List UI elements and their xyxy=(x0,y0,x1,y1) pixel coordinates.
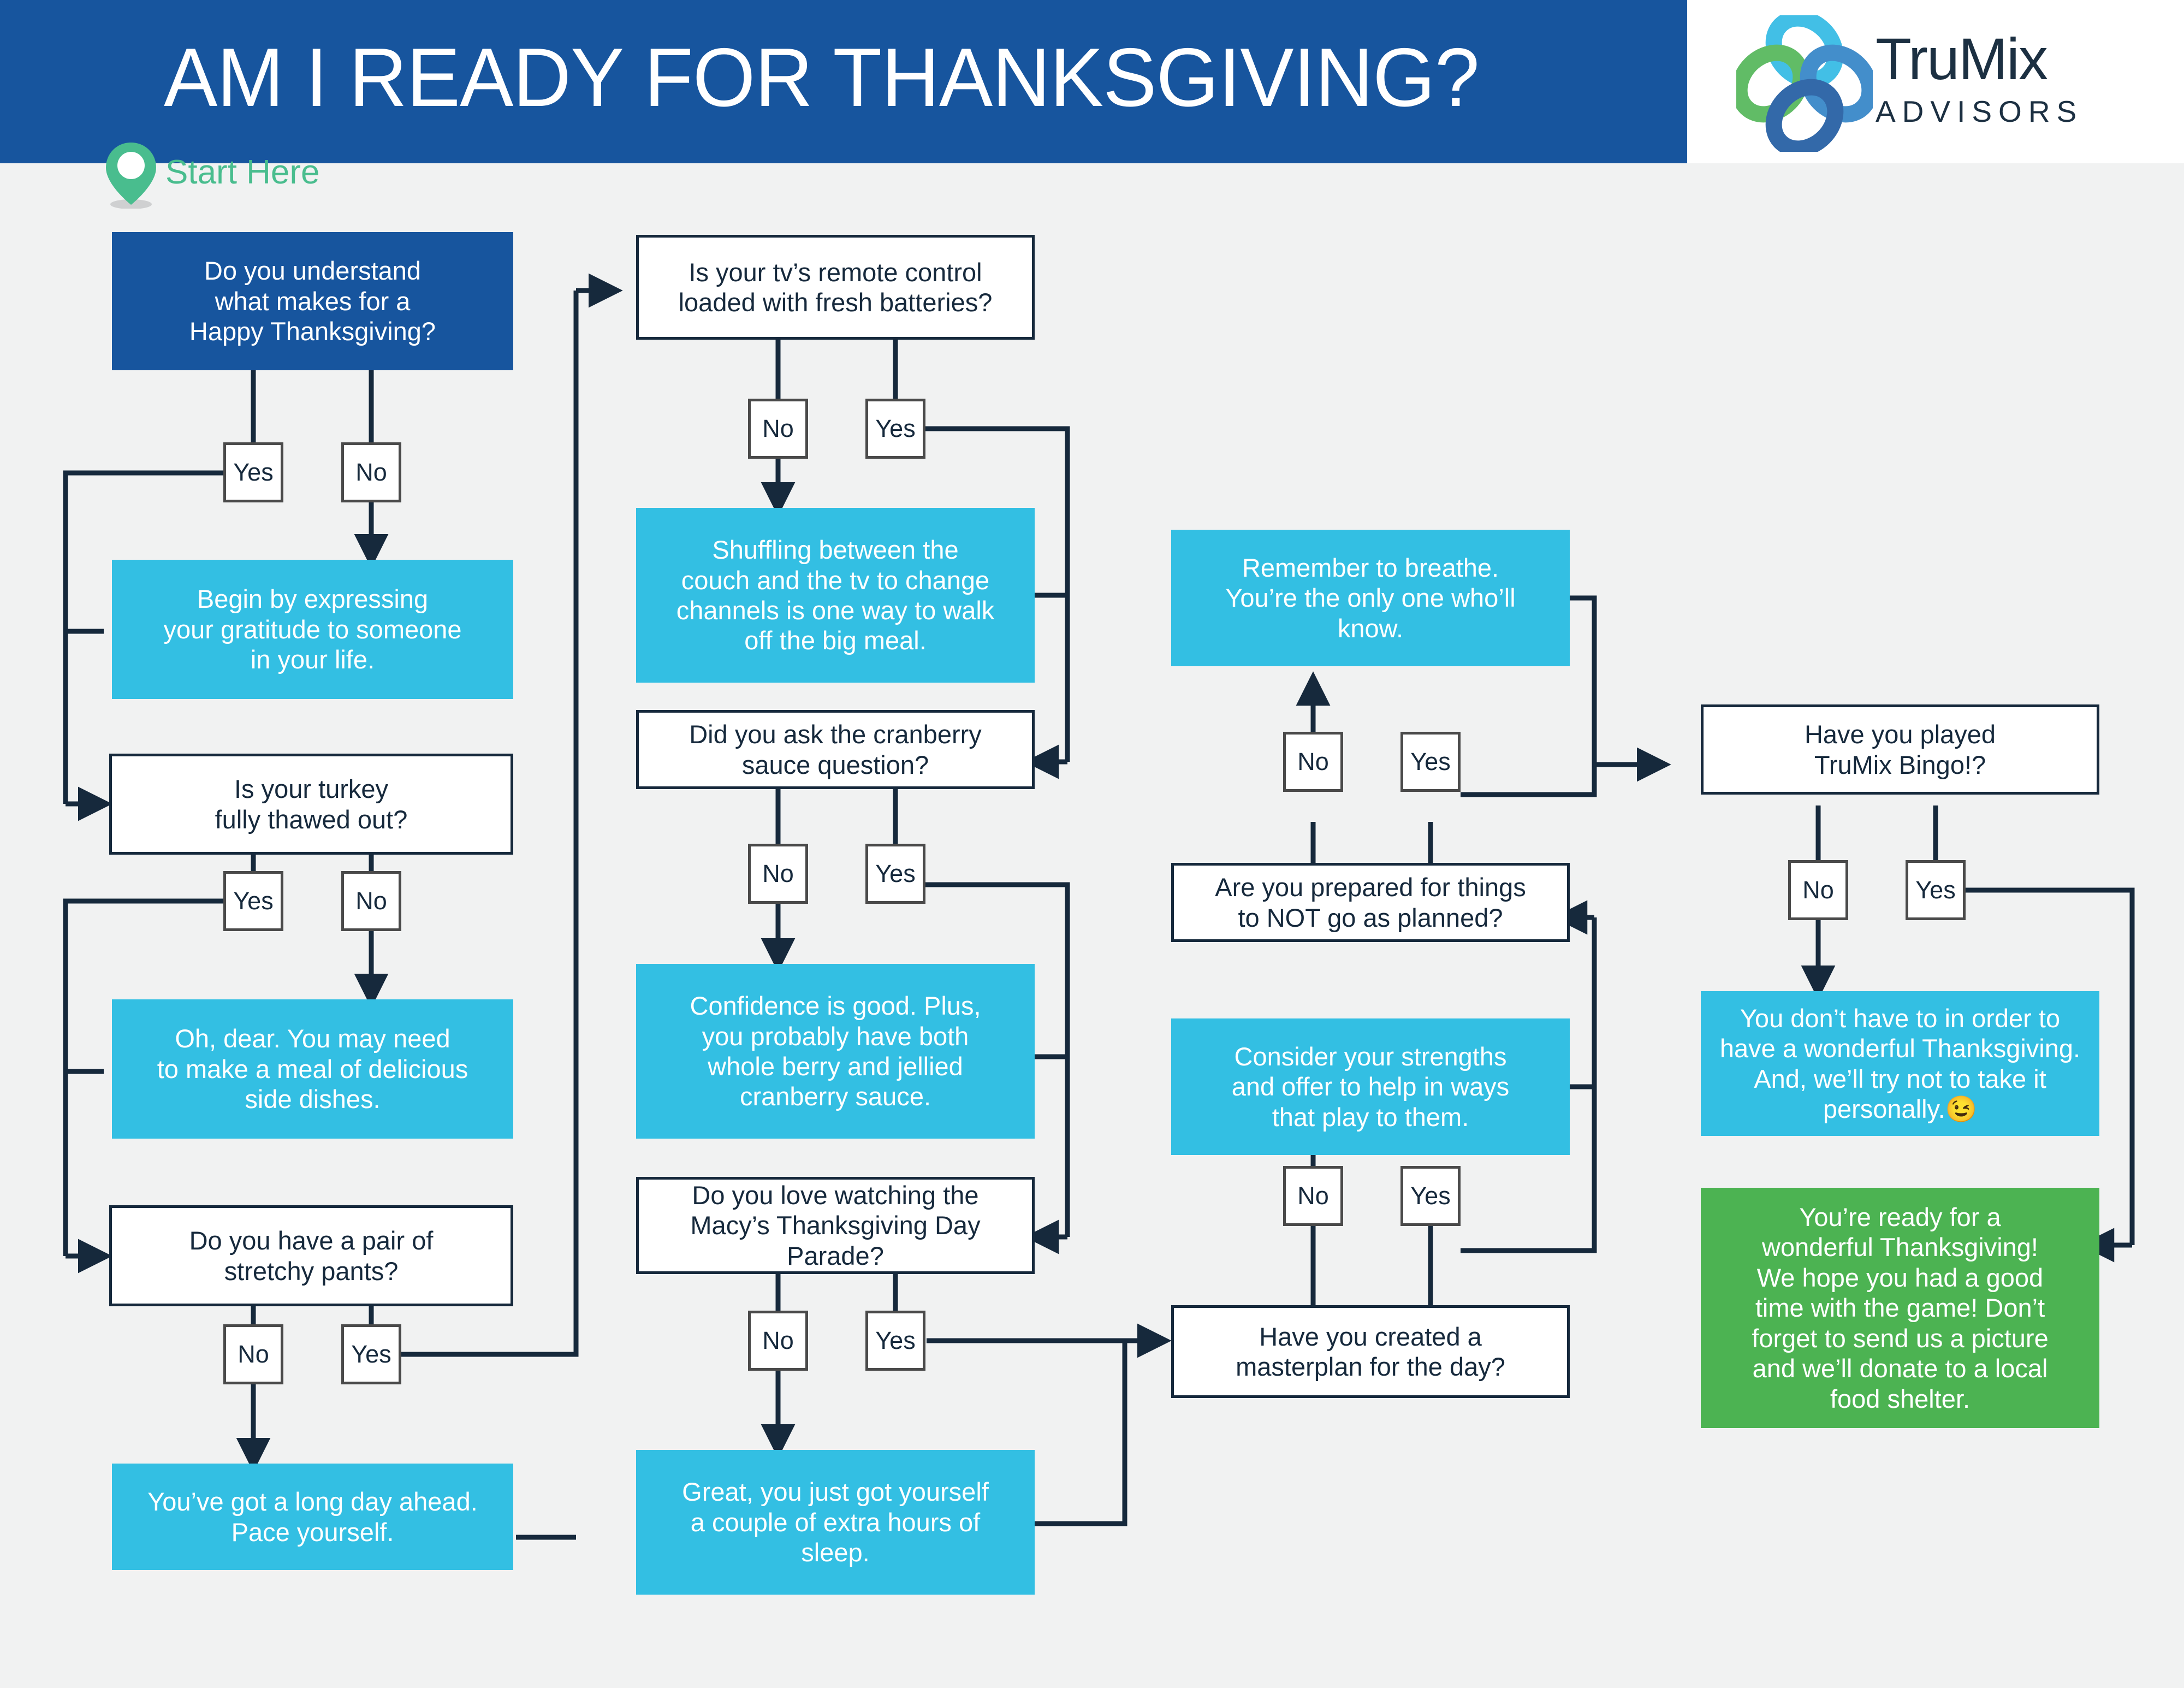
branch-n7-left[interactable]: No xyxy=(748,399,808,459)
branch-n14-right[interactable]: Yes xyxy=(1400,732,1461,792)
page-title: AM I READY FOR THANKSGIVING? xyxy=(164,31,1480,124)
branch-label: Yes xyxy=(351,1340,391,1368)
branch-n5-left[interactable]: No xyxy=(223,1324,283,1384)
logo-brand-name: TruMix xyxy=(1876,26,2048,92)
branch-n3-left[interactable]: Yes xyxy=(223,871,283,931)
branch-n17-left[interactable]: No xyxy=(1788,860,1848,920)
branch-label: No xyxy=(355,458,387,486)
trumix-infinity-icon xyxy=(1736,15,1873,152)
branch-label: Yes xyxy=(1410,748,1451,775)
start-marker: Start Here xyxy=(101,143,440,214)
header-bar: AM I READY FOR THANKSGIVING? xyxy=(0,0,1687,163)
branch-n1-right[interactable]: No xyxy=(341,442,401,502)
branch-label: No xyxy=(355,887,387,915)
branch-label: No xyxy=(238,1340,269,1368)
branch-n9-right[interactable]: Yes xyxy=(865,844,925,904)
branch-label: Yes xyxy=(875,1326,916,1354)
node-n13-text: Remember to breathe.You’re the only one … xyxy=(1225,553,1516,643)
branch-n17-right[interactable]: Yes xyxy=(1906,860,1966,920)
branch-n9-left[interactable]: No xyxy=(748,844,808,904)
trumix-logo: TruMix ADVISORS xyxy=(1736,10,2173,153)
branch-label: Yes xyxy=(233,458,274,486)
logo-wordmark: TruMix ADVISORS xyxy=(1876,29,2170,129)
branch-label: No xyxy=(762,414,794,442)
node-n10[interactable]: Confidence is good. Plus,you probably ha… xyxy=(636,964,1035,1139)
branch-n11-left[interactable]: No xyxy=(748,1311,808,1371)
branch-label: No xyxy=(1297,1182,1329,1210)
branch-label: Yes xyxy=(875,414,916,442)
branch-label: No xyxy=(762,1326,794,1354)
branch-n14-left[interactable]: No xyxy=(1283,732,1343,792)
branch-label: No xyxy=(1297,748,1329,775)
branch-n3-right[interactable]: No xyxy=(341,871,401,931)
branch-label: No xyxy=(762,860,794,887)
branch-label: Yes xyxy=(233,887,274,915)
node-n6-text: You’ve got a long day ahead.Pace yoursel… xyxy=(147,1487,478,1547)
branch-label: Yes xyxy=(875,860,916,887)
node-n13[interactable]: Remember to breathe.You’re the only one … xyxy=(1171,530,1570,666)
branch-n16-left[interactable]: No xyxy=(1283,1166,1343,1226)
branch-n16-right[interactable]: Yes xyxy=(1400,1166,1461,1226)
map-pin-icon xyxy=(106,143,156,209)
branch-n11-right[interactable]: Yes xyxy=(865,1311,925,1371)
node-n10-text: Confidence is good. Plus,you probably ha… xyxy=(690,991,981,1111)
branch-label: No xyxy=(1802,876,1834,904)
node-n6[interactable]: You’ve got a long day ahead.Pace yoursel… xyxy=(112,1464,513,1570)
branch-n7-right[interactable]: Yes xyxy=(865,399,925,459)
start-here-label: Start Here xyxy=(165,153,320,191)
branch-label: Yes xyxy=(1915,876,1956,904)
branch-label: Yes xyxy=(1410,1182,1451,1210)
branch-n1-left[interactable]: Yes xyxy=(223,442,283,502)
branch-n5-right[interactable]: Yes xyxy=(341,1324,401,1384)
logo-brand-sub: ADVISORS xyxy=(1876,94,2084,128)
